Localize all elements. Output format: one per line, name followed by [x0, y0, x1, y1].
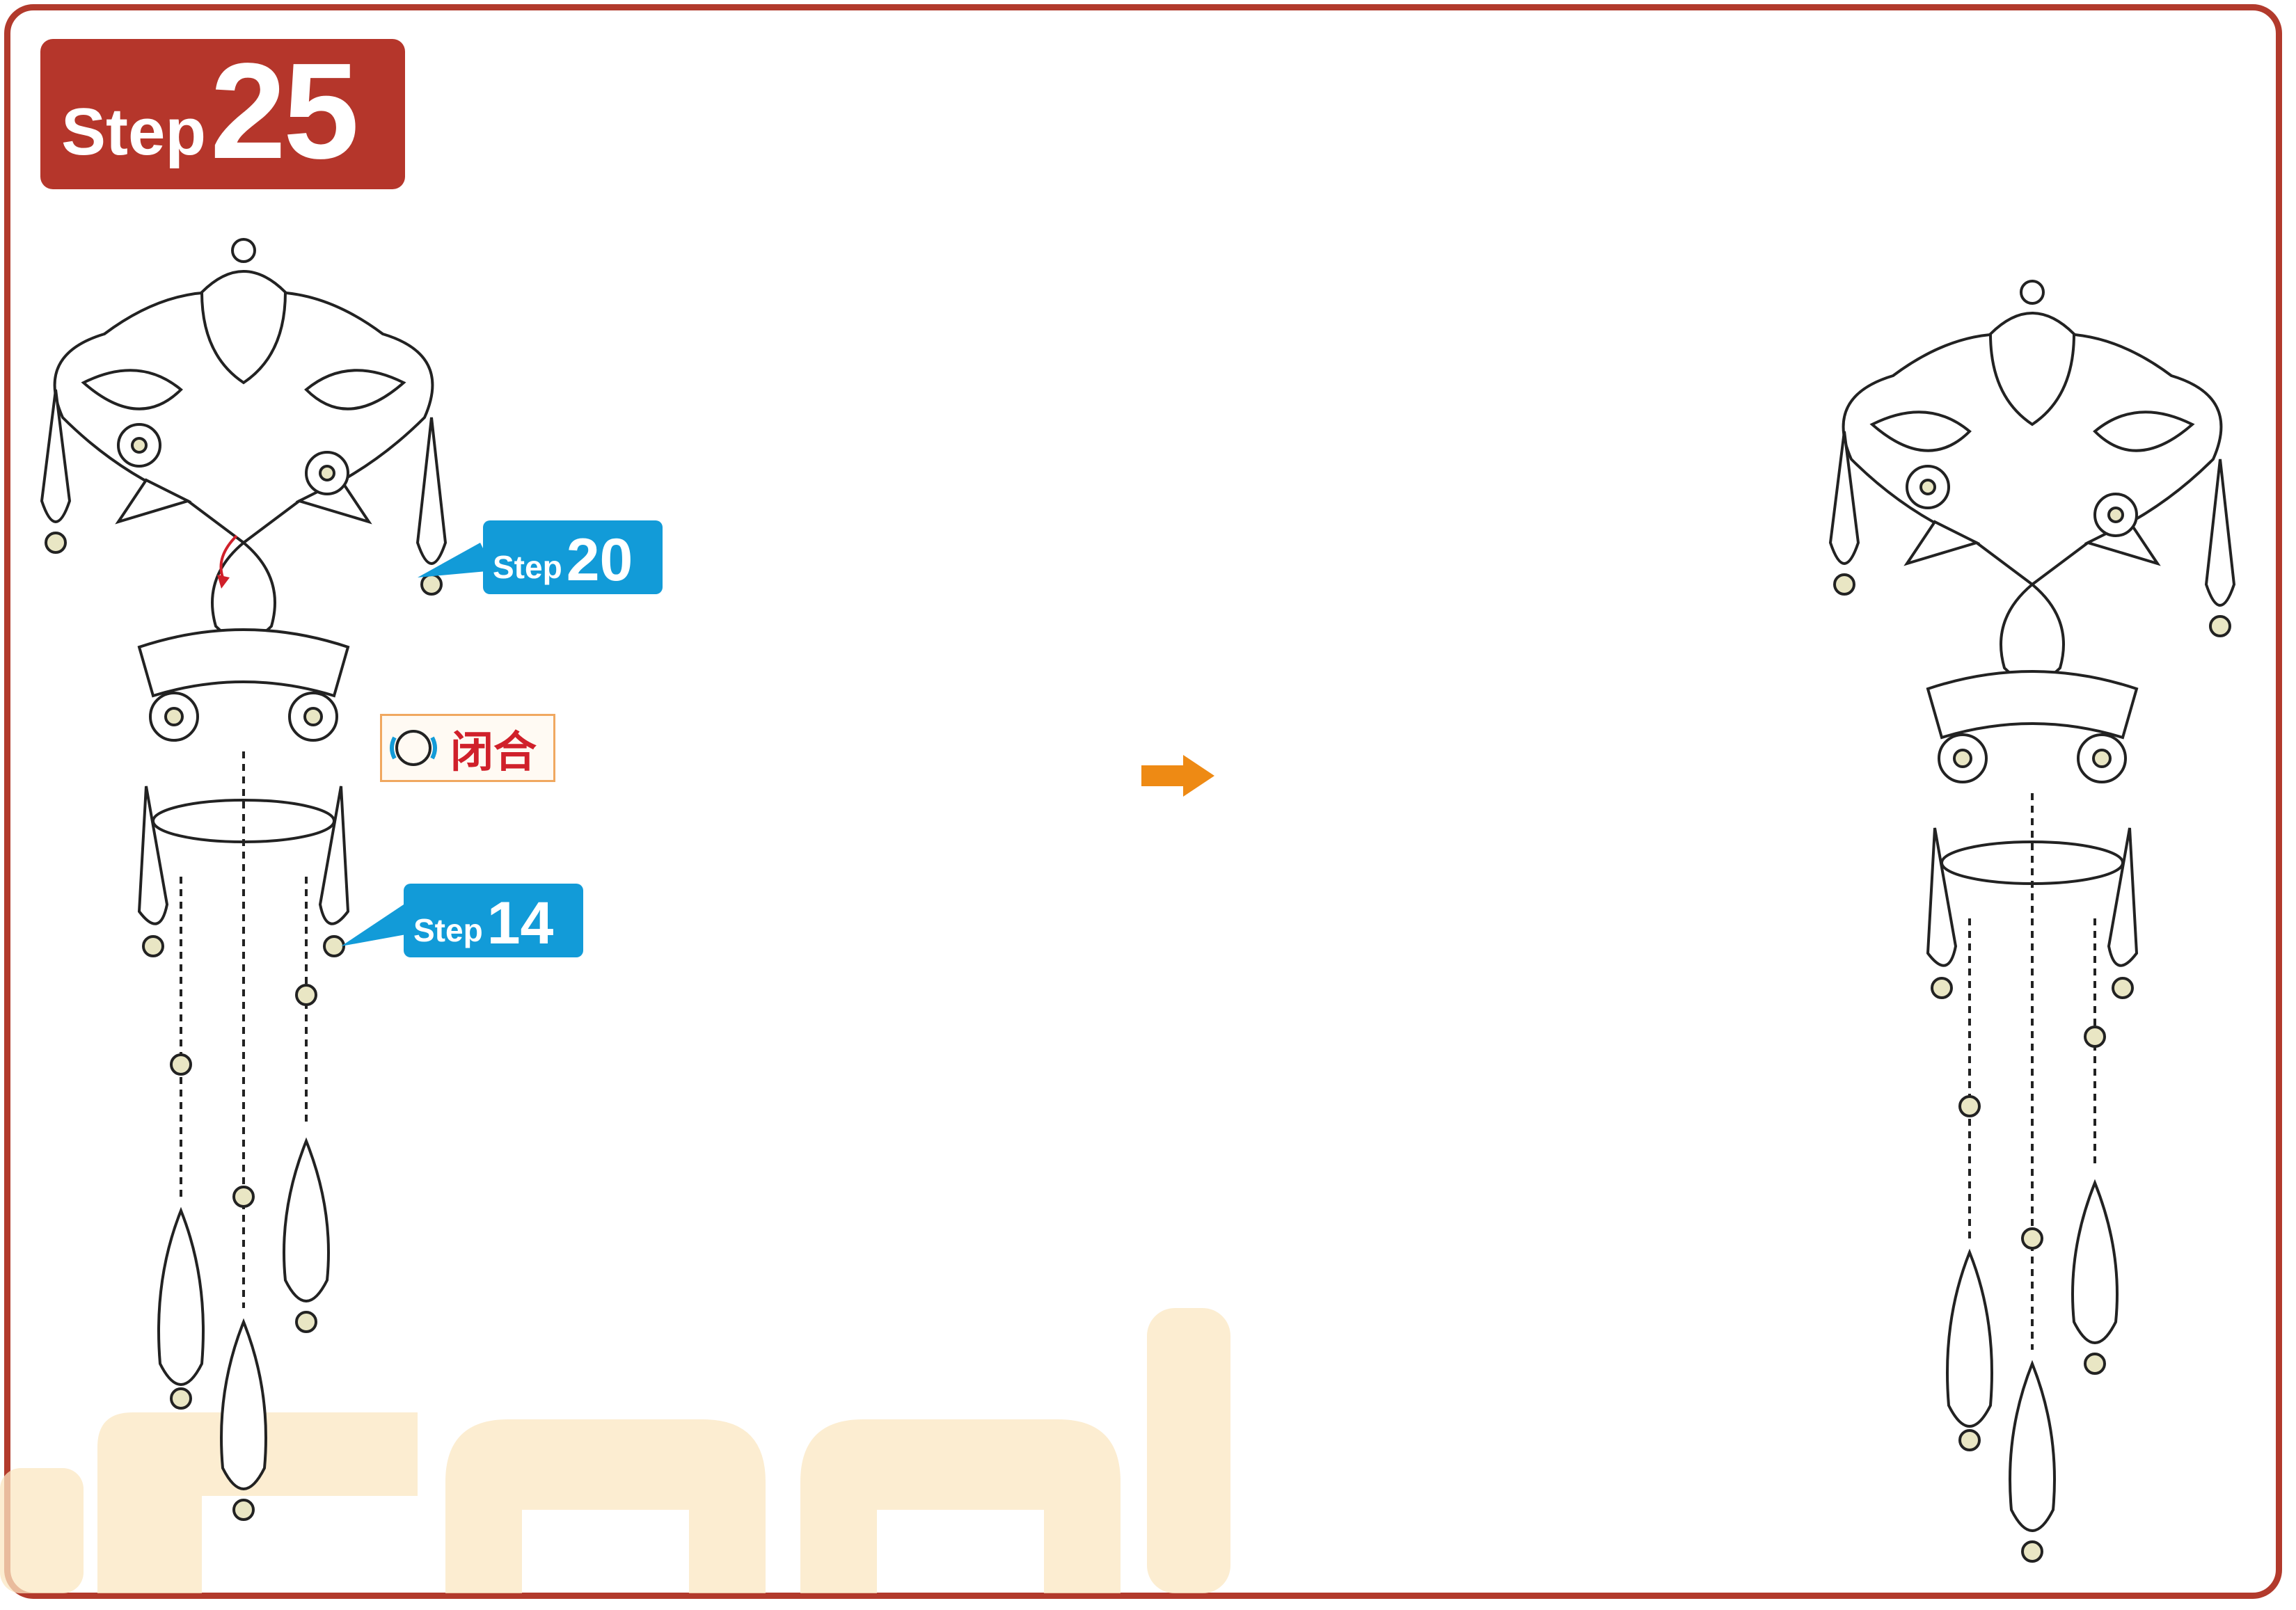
- callout-step20: Step 20: [483, 520, 663, 594]
- close-label: 闭合: [450, 728, 537, 776]
- jump-ring-close-icon: [390, 730, 437, 766]
- step-number: 25: [210, 35, 359, 187]
- step-word: Step: [61, 95, 207, 169]
- right-arrow-icon: [1141, 755, 1214, 797]
- step-badge: Step 25: [40, 39, 405, 189]
- close-ring-tag: 闭合: [380, 714, 555, 782]
- instruction-frame: [4, 4, 2282, 1599]
- callout-step14: Step 14: [404, 884, 583, 957]
